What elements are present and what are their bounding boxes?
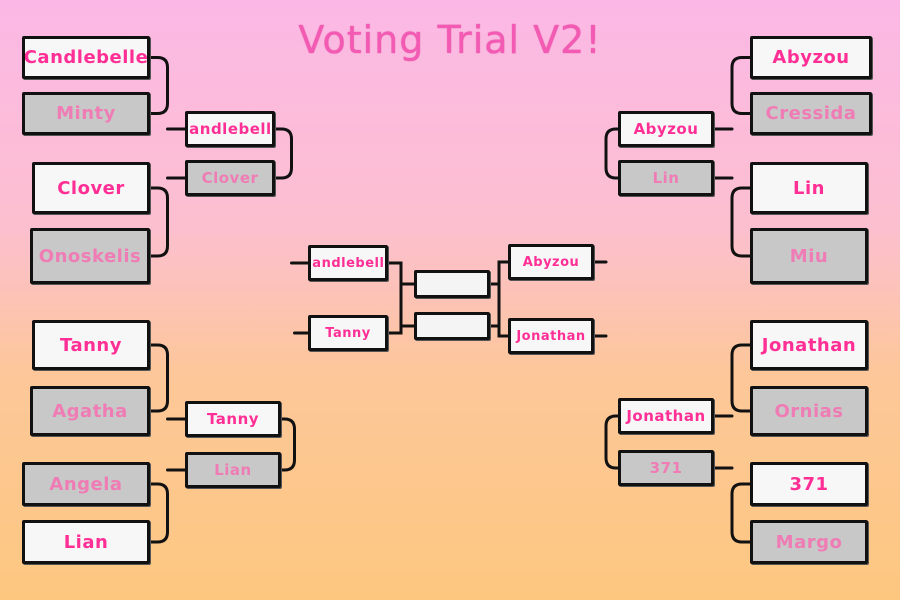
left-round1-slot-4: Onoskelis bbox=[30, 228, 150, 284]
left-round2-slot-4: Lian bbox=[185, 452, 281, 488]
left-round1-slot-8: Lian bbox=[22, 520, 150, 564]
slot-label: Abyzou bbox=[772, 47, 850, 68]
left-connector-r1-1 bbox=[148, 56, 187, 131]
right-connector-r1-2 bbox=[712, 176, 752, 258]
right-connector-r2-2 bbox=[592, 334, 620, 470]
left-round2-slot-3: Tanny bbox=[185, 401, 281, 437]
left-connector-to-final bbox=[386, 261, 416, 335]
right-round1-slot-1: Abyzou bbox=[750, 36, 872, 79]
left-connector-r1-2 bbox=[148, 176, 187, 258]
slot-label: Miu bbox=[789, 245, 829, 267]
slot-label: 371 bbox=[789, 473, 829, 495]
right-round1-slot-7: 371 bbox=[750, 462, 868, 506]
slot-label: Jonathan bbox=[626, 407, 706, 425]
slot-label: Candlebelle bbox=[188, 120, 272, 138]
slot-label: Onoskelis bbox=[38, 245, 142, 267]
slot-label: Clover bbox=[201, 169, 259, 187]
bracket-title: Voting Trial V2! bbox=[298, 18, 602, 62]
left-round2-slot-2: Clover bbox=[185, 160, 275, 196]
slot-label: Lian bbox=[63, 531, 109, 553]
slot-label: Tanny bbox=[60, 334, 122, 356]
right-round1-slot-8: Margo bbox=[750, 520, 868, 564]
left-round1-slot-3: Clover bbox=[32, 162, 150, 214]
right-round3-slot-2: Jonathan bbox=[508, 318, 594, 354]
slot-label: Angela bbox=[49, 473, 123, 495]
left-round1-slot-6: Agatha bbox=[30, 386, 150, 436]
right-connector-r2-1 bbox=[592, 127, 620, 264]
right-connector-r1-4 bbox=[712, 466, 752, 544]
slot-label: Candlebelle bbox=[23, 47, 149, 68]
final-slot-2 bbox=[414, 312, 490, 340]
slot-label: Tanny bbox=[206, 410, 260, 428]
slot-label: Tanny bbox=[325, 325, 371, 341]
left-round3-slot-1: Candlebelle bbox=[308, 245, 388, 281]
slot-label: Cressida bbox=[765, 103, 857, 124]
final-slot-1 bbox=[414, 270, 490, 298]
right-round2-slot-1: Abyzou bbox=[618, 111, 714, 147]
slot-label: Candlebelle bbox=[311, 255, 385, 271]
left-connector-r1-4 bbox=[148, 468, 187, 544]
right-round1-slot-2: Cressida bbox=[750, 92, 872, 135]
slot-label: Lin bbox=[652, 169, 680, 187]
right-connector-to-final bbox=[488, 260, 510, 338]
slot-label: Minty bbox=[56, 103, 116, 124]
slot-label: Lin bbox=[793, 177, 825, 199]
left-round1-slot-1: Candlebelle bbox=[22, 36, 150, 79]
slot-label: Agatha bbox=[52, 400, 128, 422]
slot-label: Lian bbox=[214, 461, 252, 479]
right-connector-r1-3 bbox=[712, 343, 752, 418]
right-connector-r1-1 bbox=[712, 56, 752, 131]
right-round1-slot-6: Ornias bbox=[750, 386, 868, 436]
slot-label: Margo bbox=[775, 531, 843, 553]
slot-label: 371 bbox=[649, 459, 683, 477]
left-round1-slot-7: Angela bbox=[22, 462, 150, 506]
slot-label: Jonathan bbox=[516, 328, 586, 344]
right-round3-slot-1: Abyzou bbox=[508, 244, 594, 280]
right-round1-slot-5: Jonathan bbox=[750, 320, 868, 370]
left-round1-slot-2: Minty bbox=[22, 92, 150, 135]
slot-label: Jonathan bbox=[761, 334, 857, 356]
left-connector-r2-1 bbox=[273, 127, 310, 265]
right-round1-slot-4: Miu bbox=[750, 228, 868, 284]
right-round2-slot-4: 371 bbox=[618, 450, 714, 486]
slot-label: Ornias bbox=[774, 400, 844, 422]
right-round1-slot-3: Lin bbox=[750, 162, 868, 214]
left-connector-r2-2 bbox=[279, 331, 310, 472]
right-round2-slot-3: Jonathan bbox=[618, 398, 714, 434]
slot-label: Abyzou bbox=[633, 120, 699, 138]
left-round3-slot-2: Tanny bbox=[308, 315, 388, 351]
slot-label: Abyzou bbox=[522, 254, 580, 270]
right-round2-slot-2: Lin bbox=[618, 160, 714, 196]
left-round2-slot-1: Candlebelle bbox=[185, 111, 275, 147]
left-round1-slot-5: Tanny bbox=[32, 320, 150, 370]
left-connector-r1-3 bbox=[148, 343, 187, 421]
slot-label: Clover bbox=[57, 177, 125, 199]
